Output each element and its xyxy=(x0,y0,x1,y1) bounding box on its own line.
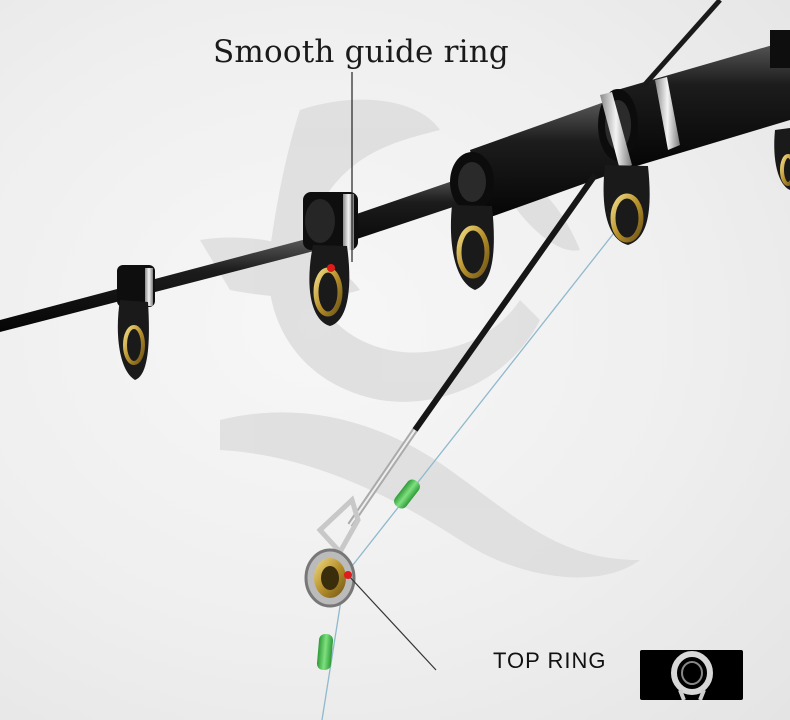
guide-ring-3 xyxy=(450,205,494,290)
top-ring-thumbnail xyxy=(640,650,743,701)
top-ring-pointer-dot xyxy=(344,571,352,579)
guide-ring-5 xyxy=(770,30,790,190)
guide-ring-1 xyxy=(117,265,155,380)
guide-ring-pointer-dot xyxy=(327,264,335,272)
top-ring-pointer-line xyxy=(347,574,437,671)
rod-tip xyxy=(347,173,598,527)
guide-ring-2 xyxy=(303,192,358,326)
top-ring-icon xyxy=(671,651,713,701)
guide-ring-caption: Smooth guide ring xyxy=(213,34,509,70)
top-ring-caption: TOP RING xyxy=(493,648,607,673)
line-floats xyxy=(316,479,420,671)
top-ring xyxy=(304,495,361,608)
upper-blank xyxy=(638,0,722,92)
guide-ring-4 xyxy=(603,165,650,245)
main-rod xyxy=(0,40,790,332)
